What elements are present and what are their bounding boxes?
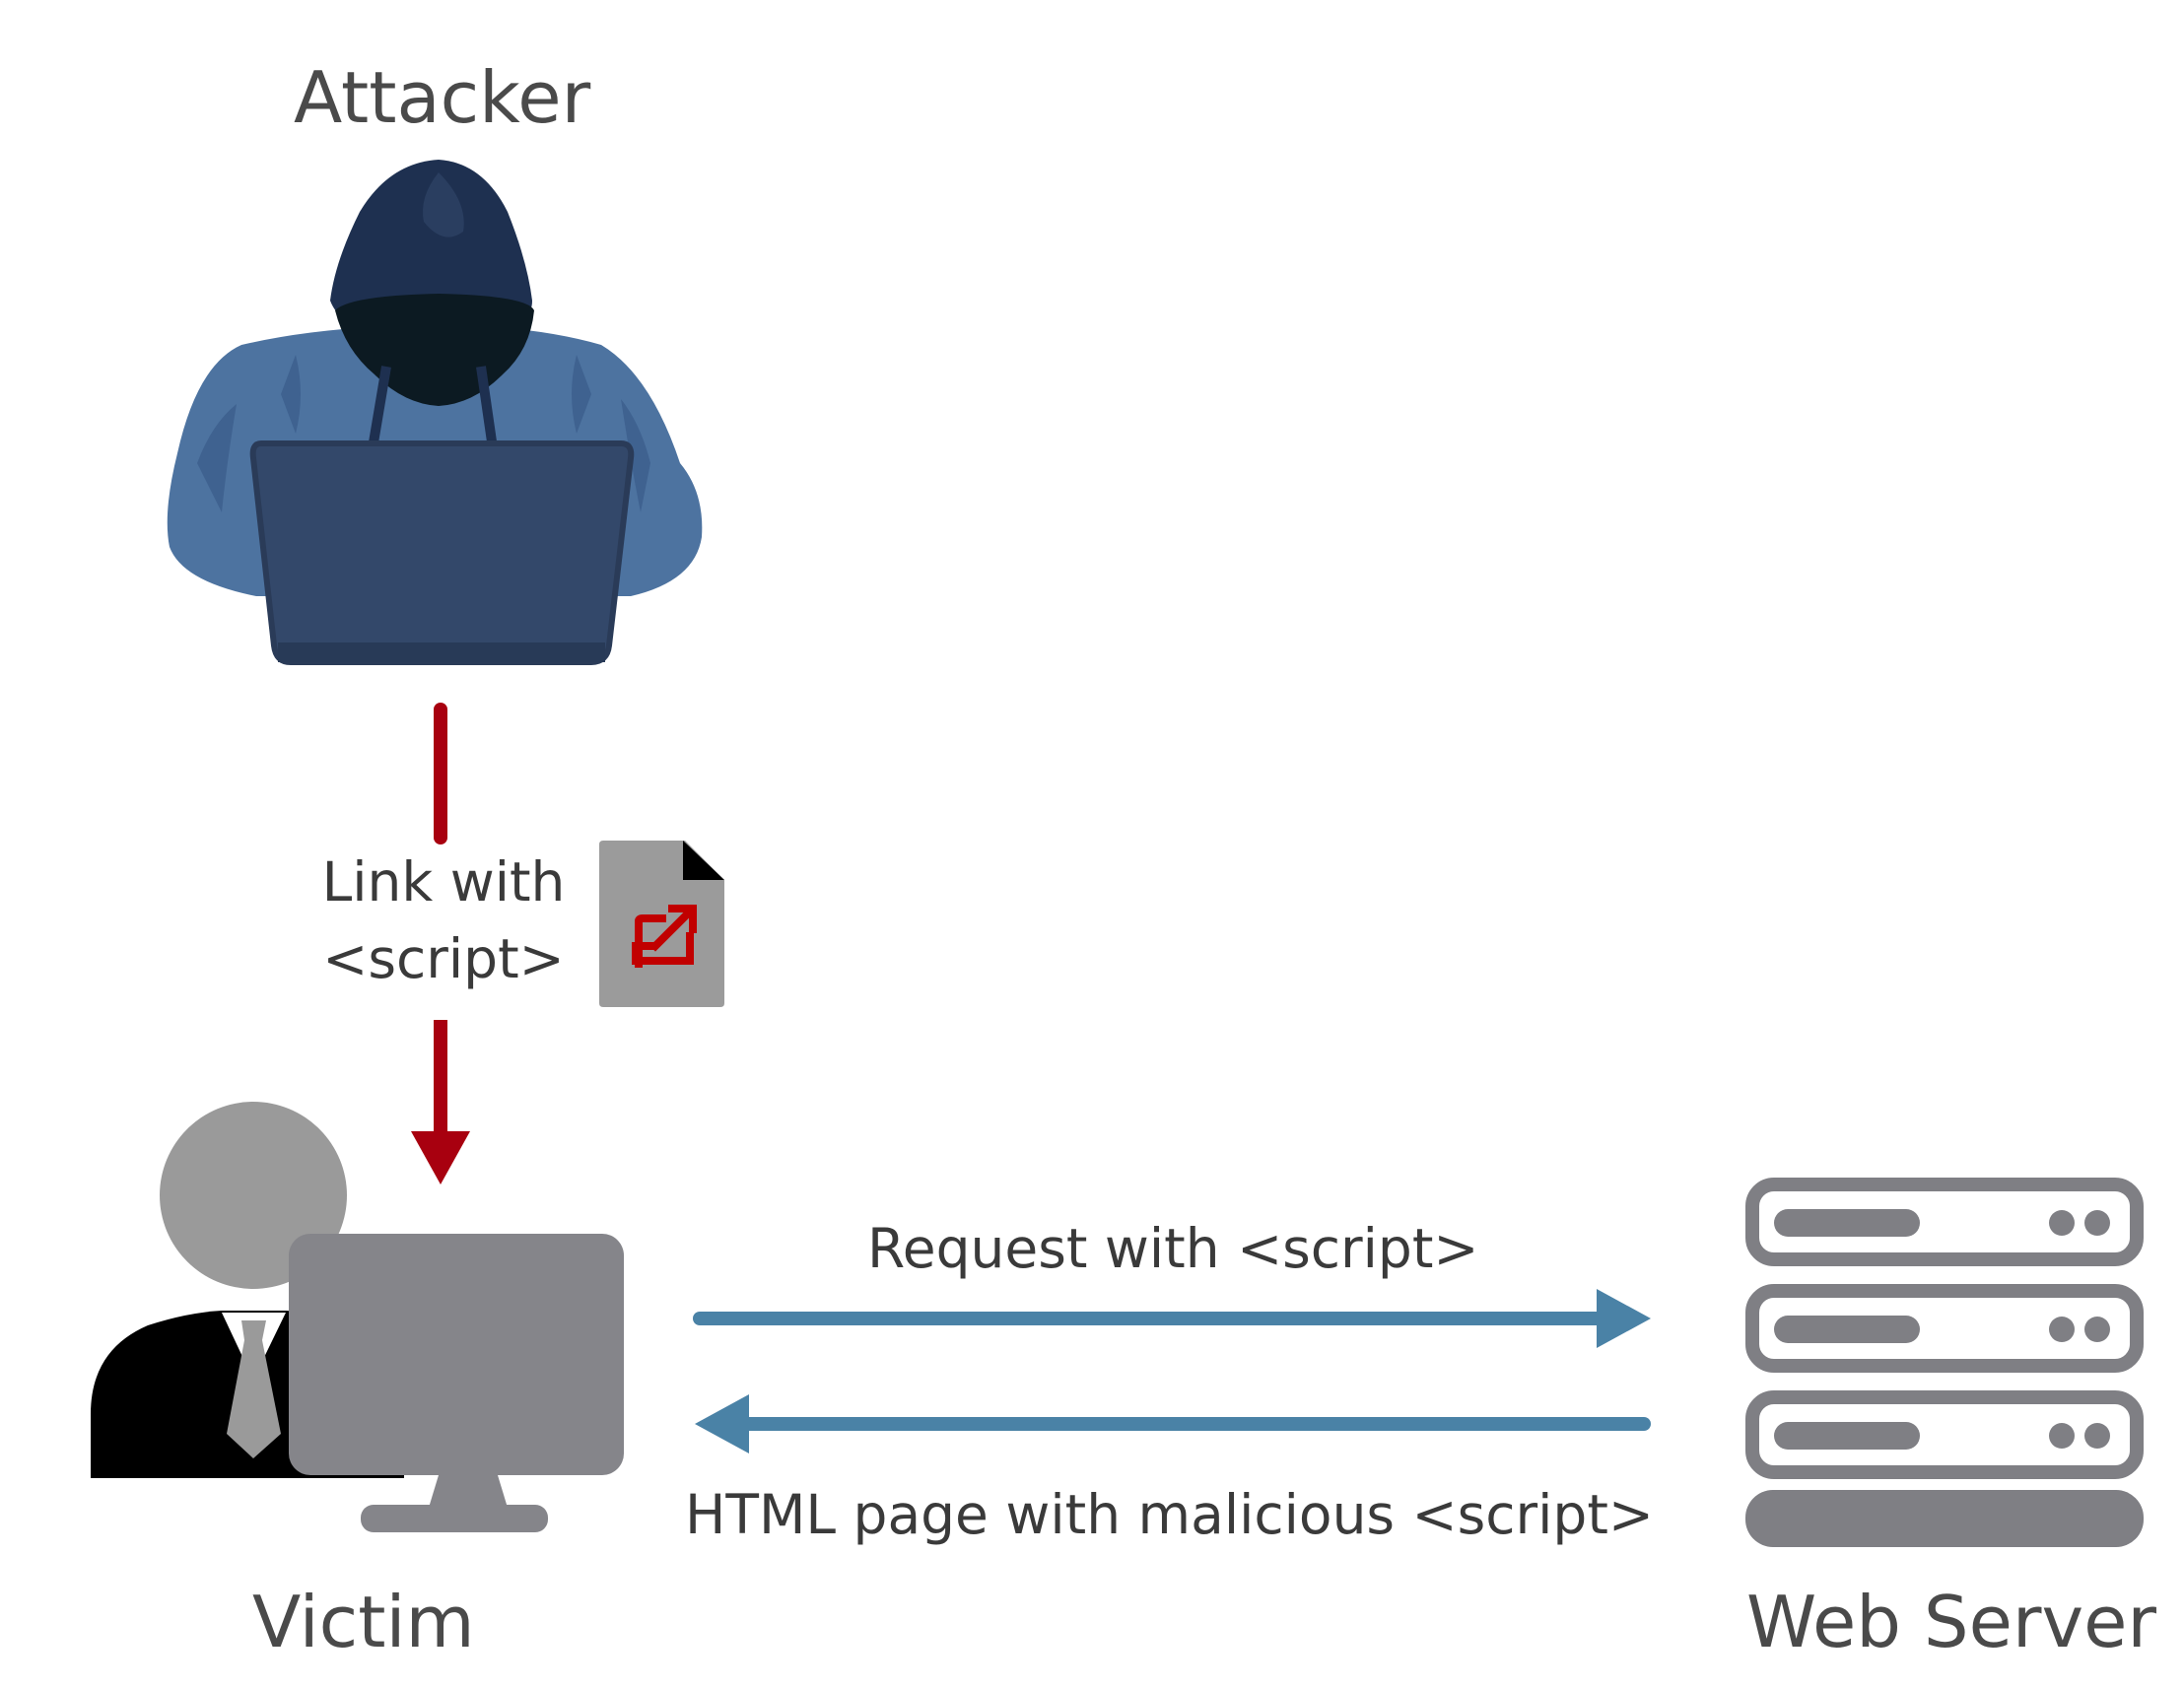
web-server-label: Web Server bbox=[1746, 1581, 2156, 1663]
server-unit bbox=[1745, 1390, 2144, 1479]
response-arrow bbox=[695, 1394, 1651, 1453]
response-label: HTML page with malicious <script> bbox=[685, 1483, 1654, 1546]
request-arrow bbox=[693, 1289, 1651, 1348]
server-unit bbox=[1745, 1178, 2144, 1266]
link-label-line1: Link with bbox=[321, 850, 566, 913]
server-unit bbox=[1745, 1284, 2144, 1373]
user-at-computer-icon bbox=[91, 1102, 624, 1532]
hooded-hacker-laptop-icon bbox=[167, 160, 703, 665]
document-external-link-icon bbox=[599, 841, 724, 1007]
attacker-label: Attacker bbox=[294, 56, 591, 139]
request-label: Request with <script> bbox=[867, 1217, 1479, 1280]
server-base bbox=[1745, 1490, 2144, 1547]
server-rack-icon bbox=[1745, 1178, 2144, 1547]
link-label-line2: <script> bbox=[322, 927, 565, 990]
link-arrow bbox=[411, 703, 470, 1184]
victim-label: Victim bbox=[252, 1581, 475, 1663]
